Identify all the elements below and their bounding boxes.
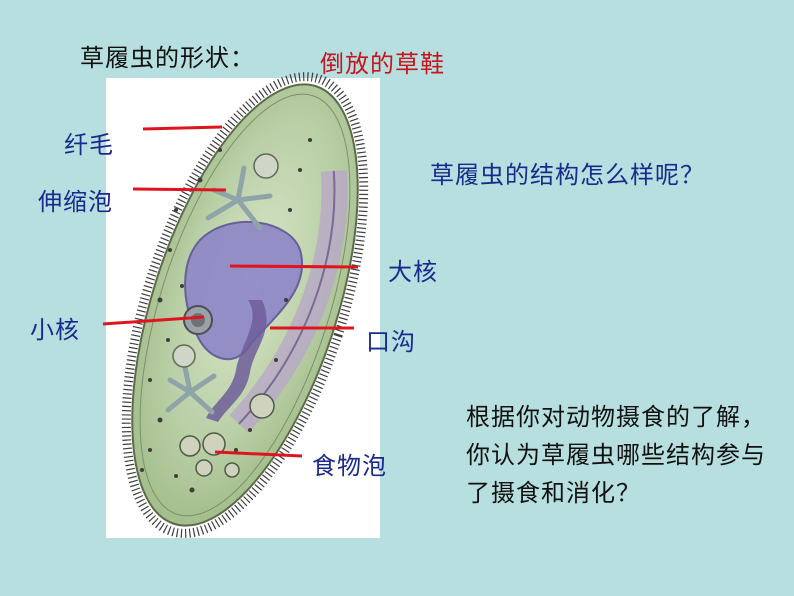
cytoplasm-granules — [140, 138, 312, 493]
leader-line-contractile-vacuole — [132, 187, 227, 192]
leader-line-micronucleus — [102, 315, 205, 326]
leader-line-macronucleus — [229, 264, 359, 269]
question-digestion: 根据你对动物摄食的了解，你认为草履虫哪些结构参与了摄食和消化？ — [466, 403, 766, 507]
shape-answer: 倒放的草鞋 — [320, 50, 445, 78]
leader-lines — [102, 125, 359, 458]
label-contractile-vacuole: 伸缩泡 — [38, 188, 113, 216]
label-oral-groove: 口沟 — [366, 328, 416, 356]
gullet-shape — [206, 300, 267, 422]
leader-line-cilia — [142, 125, 223, 131]
label-macronucleus: 大核 — [388, 258, 438, 286]
slide-heading: 草履虫的形状： — [80, 44, 255, 72]
contractile-vacuole-upper — [205, 165, 273, 231]
leader-line-food-vacuole — [214, 450, 303, 458]
label-micronucleus: 小核 — [30, 316, 80, 344]
label-cilia: 纤毛 — [64, 131, 114, 159]
label-food-vacuole: 食物泡 — [312, 452, 387, 480]
question-structure: 草履虫的结构怎么样呢？ — [430, 161, 705, 189]
food-vacuoles — [179, 393, 275, 478]
